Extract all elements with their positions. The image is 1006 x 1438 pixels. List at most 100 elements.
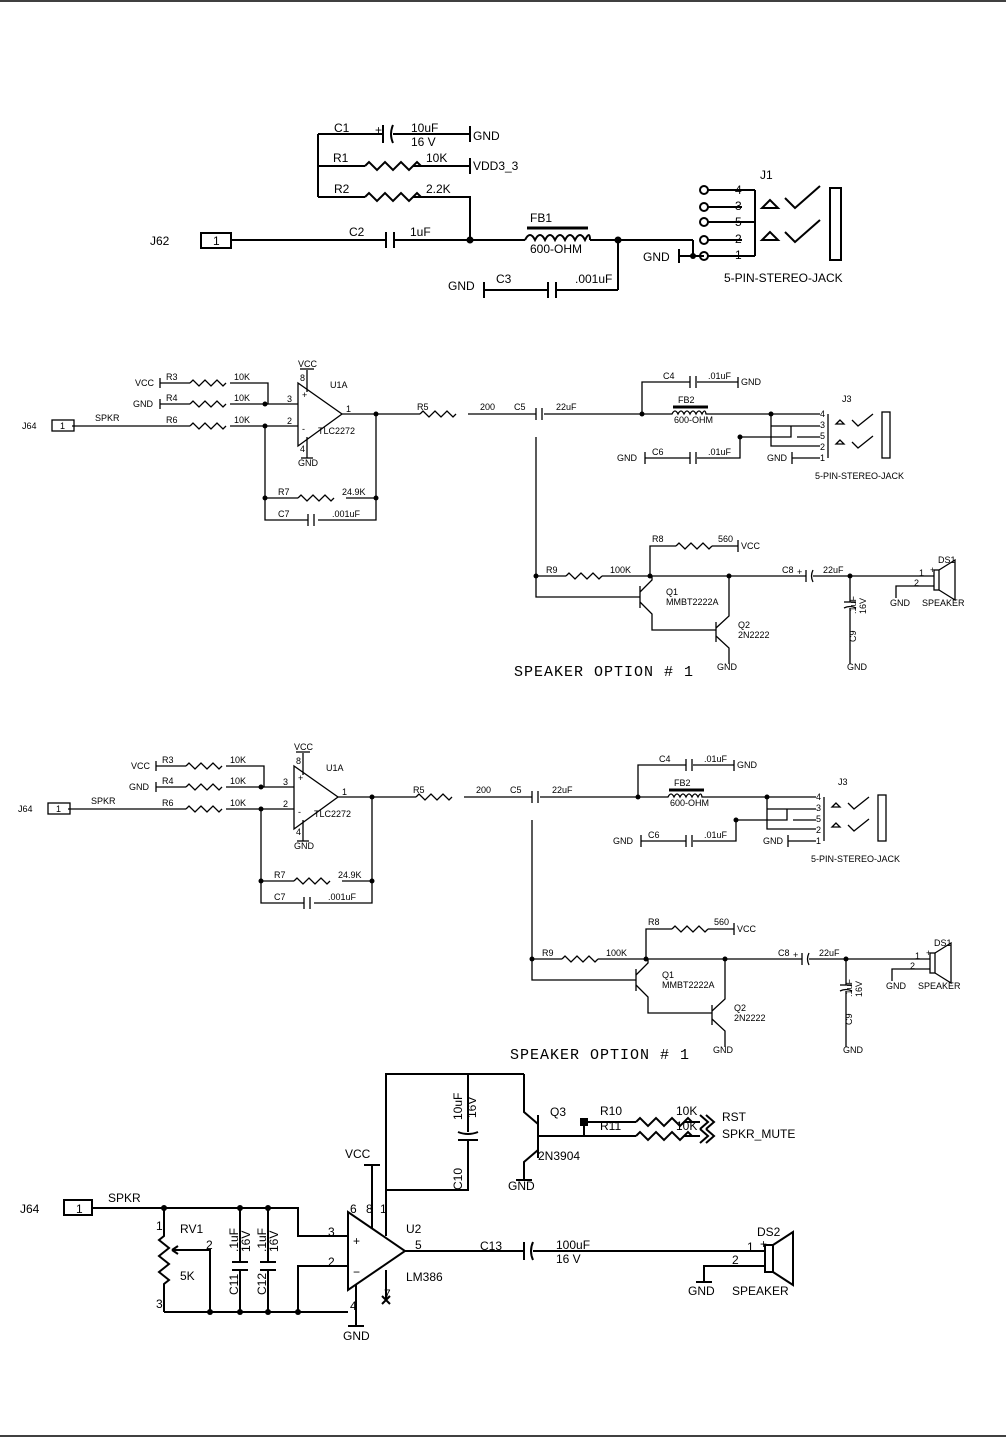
j1-pin-4: 4 [735,183,742,197]
u2-pin-2: 2 [328,1255,335,1269]
svg-text:DS1: DS1 [938,555,956,565]
u2-gnd: GND [343,1329,370,1343]
svg-text:16V: 16V [858,598,868,614]
q3-label: Q3 [550,1105,566,1119]
svg-text:FB2: FB2 [678,395,695,405]
svg-text:5-PIN-STEREO-JACK: 5-PIN-STEREO-JACK [815,471,904,481]
svg-text:200: 200 [480,402,495,412]
r10-net: RST [722,1110,747,1124]
ds2-speaker-label: SPEAKER [732,1284,789,1298]
r7-resistor [297,494,335,502]
r4-resistor [189,400,227,408]
svg-text:.001uF: .001uF [332,509,361,519]
svg-text:R6: R6 [166,415,178,425]
svg-text:1: 1 [346,404,351,414]
ds2-label: DS2 [757,1225,781,1239]
c1-value: 10uF [411,121,438,135]
svg-text:GND: GND [847,662,868,672]
svg-text:C4: C4 [663,371,675,381]
svg-text:.01uF: .01uF [708,371,732,381]
svg-text:10K: 10K [234,415,250,425]
ds2-pin-1: 1 [747,1240,754,1254]
r1-net: VDD3_3 [473,159,519,173]
svg-text:SPKR: SPKR [95,413,120,423]
svg-text:-: - [302,424,305,434]
svg-text:MMBT2222A: MMBT2222A [666,597,719,607]
j64-lm386-label: J64 [20,1202,40,1216]
c1-net: GND [473,129,500,143]
rv1-pin-2: 2 [206,1238,213,1252]
r2-resistor [364,192,422,202]
q3-transistor [516,1074,584,1181]
r1-label: R1 [333,151,349,165]
svg-text:3: 3 [287,394,292,404]
j1-pin-5: 5 [735,215,742,229]
u2-pin-6: 6 [350,1202,357,1216]
u2-pin-7: 7 [384,1287,391,1301]
q3-gnd: GND [508,1179,535,1193]
svg-text:SPEAKER: SPEAKER [922,598,965,608]
svg-text:22uF: 22uF [556,402,577,412]
c2-capacitor [385,232,395,248]
svg-text:GND: GND [298,458,319,468]
svg-text:R5: R5 [417,402,429,412]
c10-label: C10 [451,1168,465,1190]
ds2-plus: + [760,1237,767,1251]
r3-resistor [189,379,227,387]
ds2-speaker [696,1230,794,1287]
j64-connector [51,419,75,432]
c1-label: C1 [334,121,350,135]
svg-text:GND: GND [741,377,762,387]
rv1-potentiometer [157,1208,211,1312]
rv1-pin-3: 3 [156,1297,163,1311]
c3-value: .001uF [575,272,612,286]
j1-label: J1 [760,168,773,182]
svg-text:1: 1 [919,568,924,578]
svg-text:R8: R8 [652,534,664,544]
svg-text:GND: GND [133,399,154,409]
u2-pin-3: 3 [328,1225,335,1239]
r2-label: R2 [334,182,350,196]
svg-text:1: 1 [60,421,65,431]
j64-lm386-pin: 1 [76,1202,83,1216]
svg-text:Q1: Q1 [666,587,678,597]
r11-value: 10K [676,1119,697,1133]
c10-voltage: 16V [465,1097,479,1118]
svg-text:Q2: Q2 [738,620,750,630]
svg-text:1: 1 [820,453,825,463]
j1-pin-2: 2 [735,232,742,246]
j1-stereo-jack [678,185,842,263]
svg-text:VCC: VCC [741,541,761,551]
circuit-a-audio-jack: C1 + 10uF 16 V GND R1 10K VDD3_3 R2 2.2K… [150,121,843,298]
circuit-b-speaker-option: J64 1 SPKR VCC R3 10K GND R4 10K R6 10K … [22,359,965,681]
r8-resistor [675,542,713,550]
c1-capacitor [382,124,394,144]
c11-voltage: 16V [239,1231,253,1252]
j3-stereo-jack [644,411,891,464]
j1-gnd: GND [643,250,670,264]
u2-minus: − [353,1265,360,1279]
u2-pin-5: 5 [415,1238,422,1252]
svg-text:2: 2 [914,578,919,588]
fb1-ferrite-bead [524,226,591,243]
r6-resistor [189,422,227,430]
speaker-option-caption: SPEAKER OPTION # 1 [514,664,694,681]
u2-vcc: VCC [345,1147,371,1161]
svg-text:VCC: VCC [298,359,318,369]
u2-part: LM386 [406,1270,443,1284]
c1-voltage: 16 V [411,135,436,149]
ds1-speaker [895,558,956,602]
r11-label: R11 [600,1119,621,1133]
svg-text:8: 8 [300,373,305,383]
svg-text:.1uF: .1uF [848,595,858,614]
svg-text:GND: GND [767,453,788,463]
ds2-pin-2: 2 [732,1253,739,1267]
j62-pin: 1 [213,234,220,248]
svg-text:2N2222: 2N2222 [738,630,770,640]
svg-text:U1A: U1A [330,380,348,390]
svg-text:24.9K: 24.9K [342,487,366,497]
svg-text:560: 560 [718,534,733,544]
svg-text:C7: C7 [278,509,290,519]
c11-value: .1uF [227,1228,241,1252]
